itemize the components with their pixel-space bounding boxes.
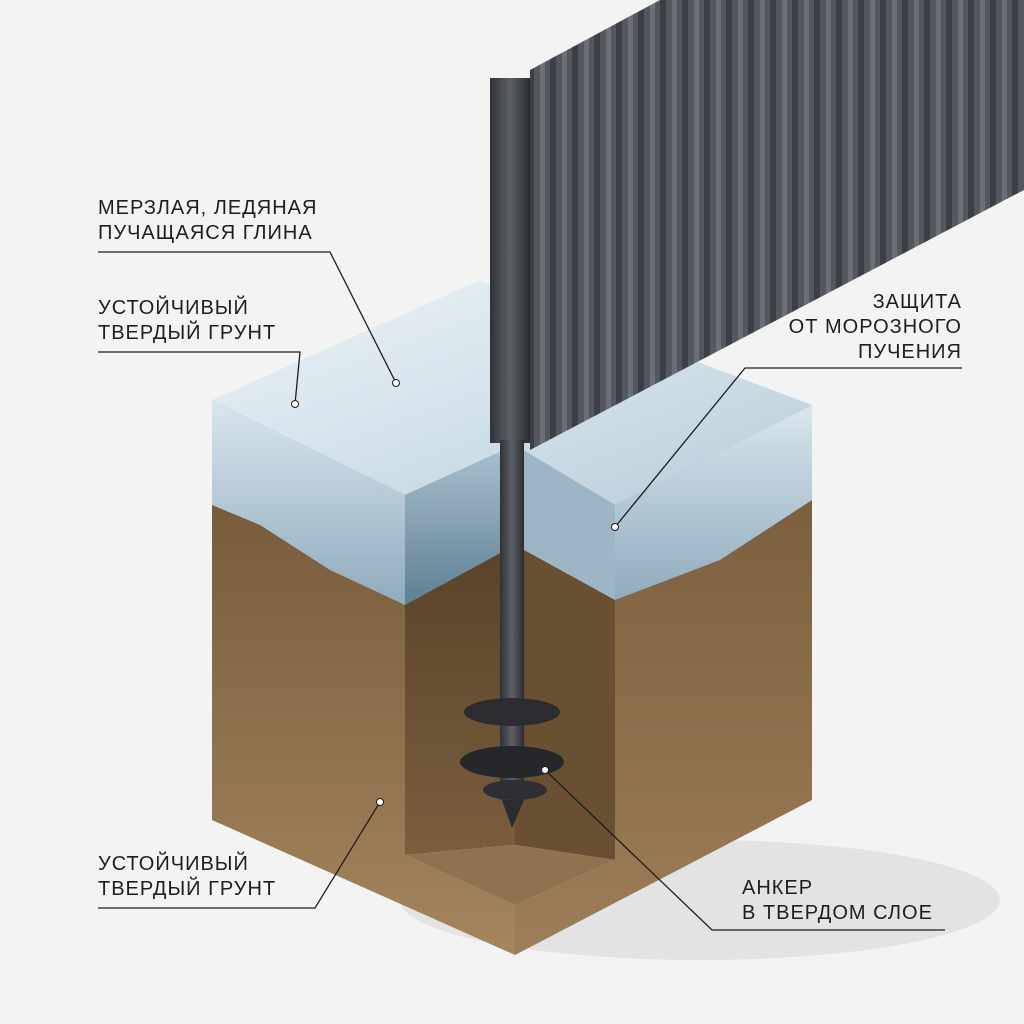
label-line: АНКЕР [742, 877, 814, 899]
ice-left-face [212, 400, 405, 605]
screw-pile-helix [460, 698, 564, 800]
ice-inner-right-face [515, 445, 615, 600]
label-line: УСТОЙЧИВЫЙ [98, 297, 249, 319]
label-line: ТВЕРДЫЙ ГРУНТ [98, 322, 277, 344]
ice-right-face [615, 405, 812, 600]
label-stable-soil-top: УСТОЙЧИВЫЙ ТВЕРДЫЙ ГРУНТ [98, 296, 276, 346]
leader-dots [291, 379, 619, 806]
label-line: В ТВЕРДОМ СЛОЕ [742, 902, 933, 924]
label-line: МЕРЗЛАЯ, ЛЕДЯНАЯ [98, 197, 318, 219]
label-line: ОТ МОРОЗНОГО [788, 316, 962, 338]
label-anchor: АНКЕР В ТВЕРДОМ СЛОЕ [742, 876, 933, 926]
label-line: ПУЧАЩАЯСЯ ГЛИНА [98, 222, 313, 244]
label-stable-soil-bottom: УСТОЙЧИВЫЙ ТВЕРДЫЙ ГРУНТ [98, 852, 276, 902]
label-line: ПУЧЕНИЯ [857, 341, 962, 363]
fence-post [490, 78, 530, 443]
label-line: УСТОЙЧИВЫЙ [98, 853, 249, 875]
soil-floor [405, 845, 615, 905]
leader-lines [98, 251, 962, 931]
corrugated-fence-panel [530, 0, 1024, 450]
ice-inner-left-face [405, 445, 515, 605]
label-line: ЗАЩИТА [872, 291, 962, 313]
label-line: ТВЕРДЫЙ ГРУНТ [98, 878, 277, 900]
screw-pile-shaft [500, 440, 524, 800]
label-frozen-clay: МЕРЗЛАЯ, ЛЕДЯНАЯ ПУЧАЩАЯСЯ ГЛИНА [98, 196, 317, 246]
label-frost-protection: ЗАЩИТА ОТ МОРОЗНОГО ПУЧЕНИЯ [789, 290, 962, 365]
screw-pile-tip [502, 800, 524, 828]
